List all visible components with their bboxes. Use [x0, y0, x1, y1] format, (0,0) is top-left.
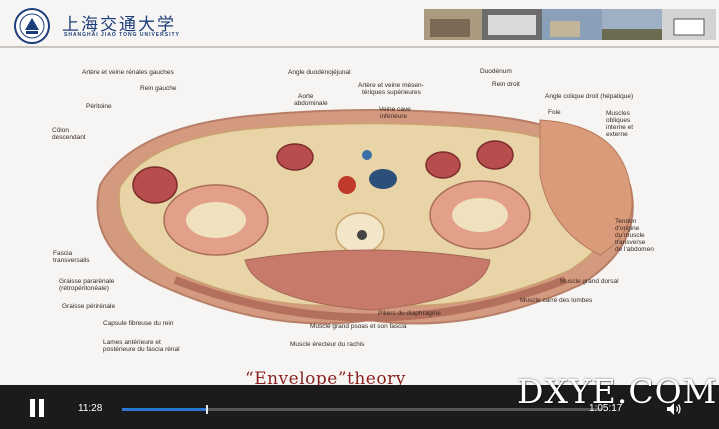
label-diaphragm-crura: Piliers du diaphragme: [378, 310, 441, 317]
label-tendon-4: transverse: [615, 239, 645, 246]
progress-fill: [122, 408, 206, 411]
label-oblique-4: externe: [606, 131, 628, 138]
label-renal-fascia-2: postérieure du fascia rénal: [103, 346, 180, 353]
label-psoas-major: Muscle grand psoas et son fascia: [310, 323, 406, 330]
label-peritoneum: Péritoine: [86, 103, 112, 110]
label-liver: Foie: [548, 109, 561, 116]
label-vena-cava-1: Veine cave: [379, 106, 411, 113]
label-renal-capsule: Capsule fibreuse du rein: [103, 320, 173, 327]
label-fascia-1: Fascia: [53, 250, 72, 257]
label-vena-cava-2: inférieure: [380, 113, 407, 120]
label-aorta-2: abdominale: [294, 100, 328, 107]
university-seal-icon: [14, 8, 50, 44]
label-left-kidney: Rein gauche: [140, 85, 177, 92]
label-perirenal-fat: Graisse périrénale: [62, 303, 115, 310]
pause-button[interactable]: [28, 399, 46, 417]
current-time: 11:28: [78, 403, 102, 414]
label-quadratus-lumborum: Muscle carré des lombes: [520, 297, 592, 304]
university-logo: 上海交通大学 SHANGHAI JIAO TONG UNIVERSITY: [14, 8, 179, 44]
label-mesenteric-2: tériques supérieures: [362, 89, 421, 96]
label-pararenal-fat-2: (rétropéritonéale): [59, 285, 109, 292]
label-aorta-1: Aorte: [298, 93, 314, 100]
label-right-kidney: Rein droit: [492, 81, 520, 88]
label-mesenteric-1: Artère et veine mésen-: [358, 82, 424, 89]
label-tendon-1: Tendon: [615, 218, 636, 225]
label-right-colic-angle: Angle colique droit (hépatique): [545, 93, 633, 100]
label-colon-1: Côlon: [52, 127, 69, 134]
label-fascia-2: transversalis: [53, 257, 89, 264]
label-tendon-5: de l'abdomen: [615, 246, 654, 253]
label-duodenojejunal-angle: Angle duodénojéjunal: [288, 69, 351, 76]
label-erector-spinae: Muscle érecteur du rachis: [290, 341, 364, 348]
label-oblique-3: interne et: [606, 124, 633, 131]
label-pararenal-fat-1: Graisse pararénale: [59, 278, 114, 285]
label-renal-vessels: Artère et veine rénales gauches: [82, 69, 174, 76]
label-oblique-2: obliques: [606, 117, 630, 124]
label-latissimus-dorsi: Muscle grand dorsal: [560, 278, 619, 285]
duration: 1:05:17: [589, 403, 622, 414]
label-tendon-2: d'origine: [615, 225, 639, 232]
label-tendon-3: du muscle: [615, 232, 645, 239]
label-oblique-1: Muscles: [606, 110, 630, 117]
slide-caption: “Envelope”theory: [245, 369, 406, 385]
label-renal-fascia-1: Lames antérieure et: [103, 339, 161, 346]
label-duodenum: Duodénum: [480, 68, 512, 75]
slide: 上海交通大学 SHANGHAI JIAO TONG UNIVERSITY: [0, 0, 719, 385]
label-colon-2: descendant: [52, 134, 86, 141]
logo-english-name: SHANGHAI JIAO TONG UNIVERSITY: [64, 32, 180, 38]
header-divider: [0, 46, 719, 48]
campus-photo-strip: [424, 9, 716, 40]
progress-thumb[interactable]: [206, 405, 208, 414]
